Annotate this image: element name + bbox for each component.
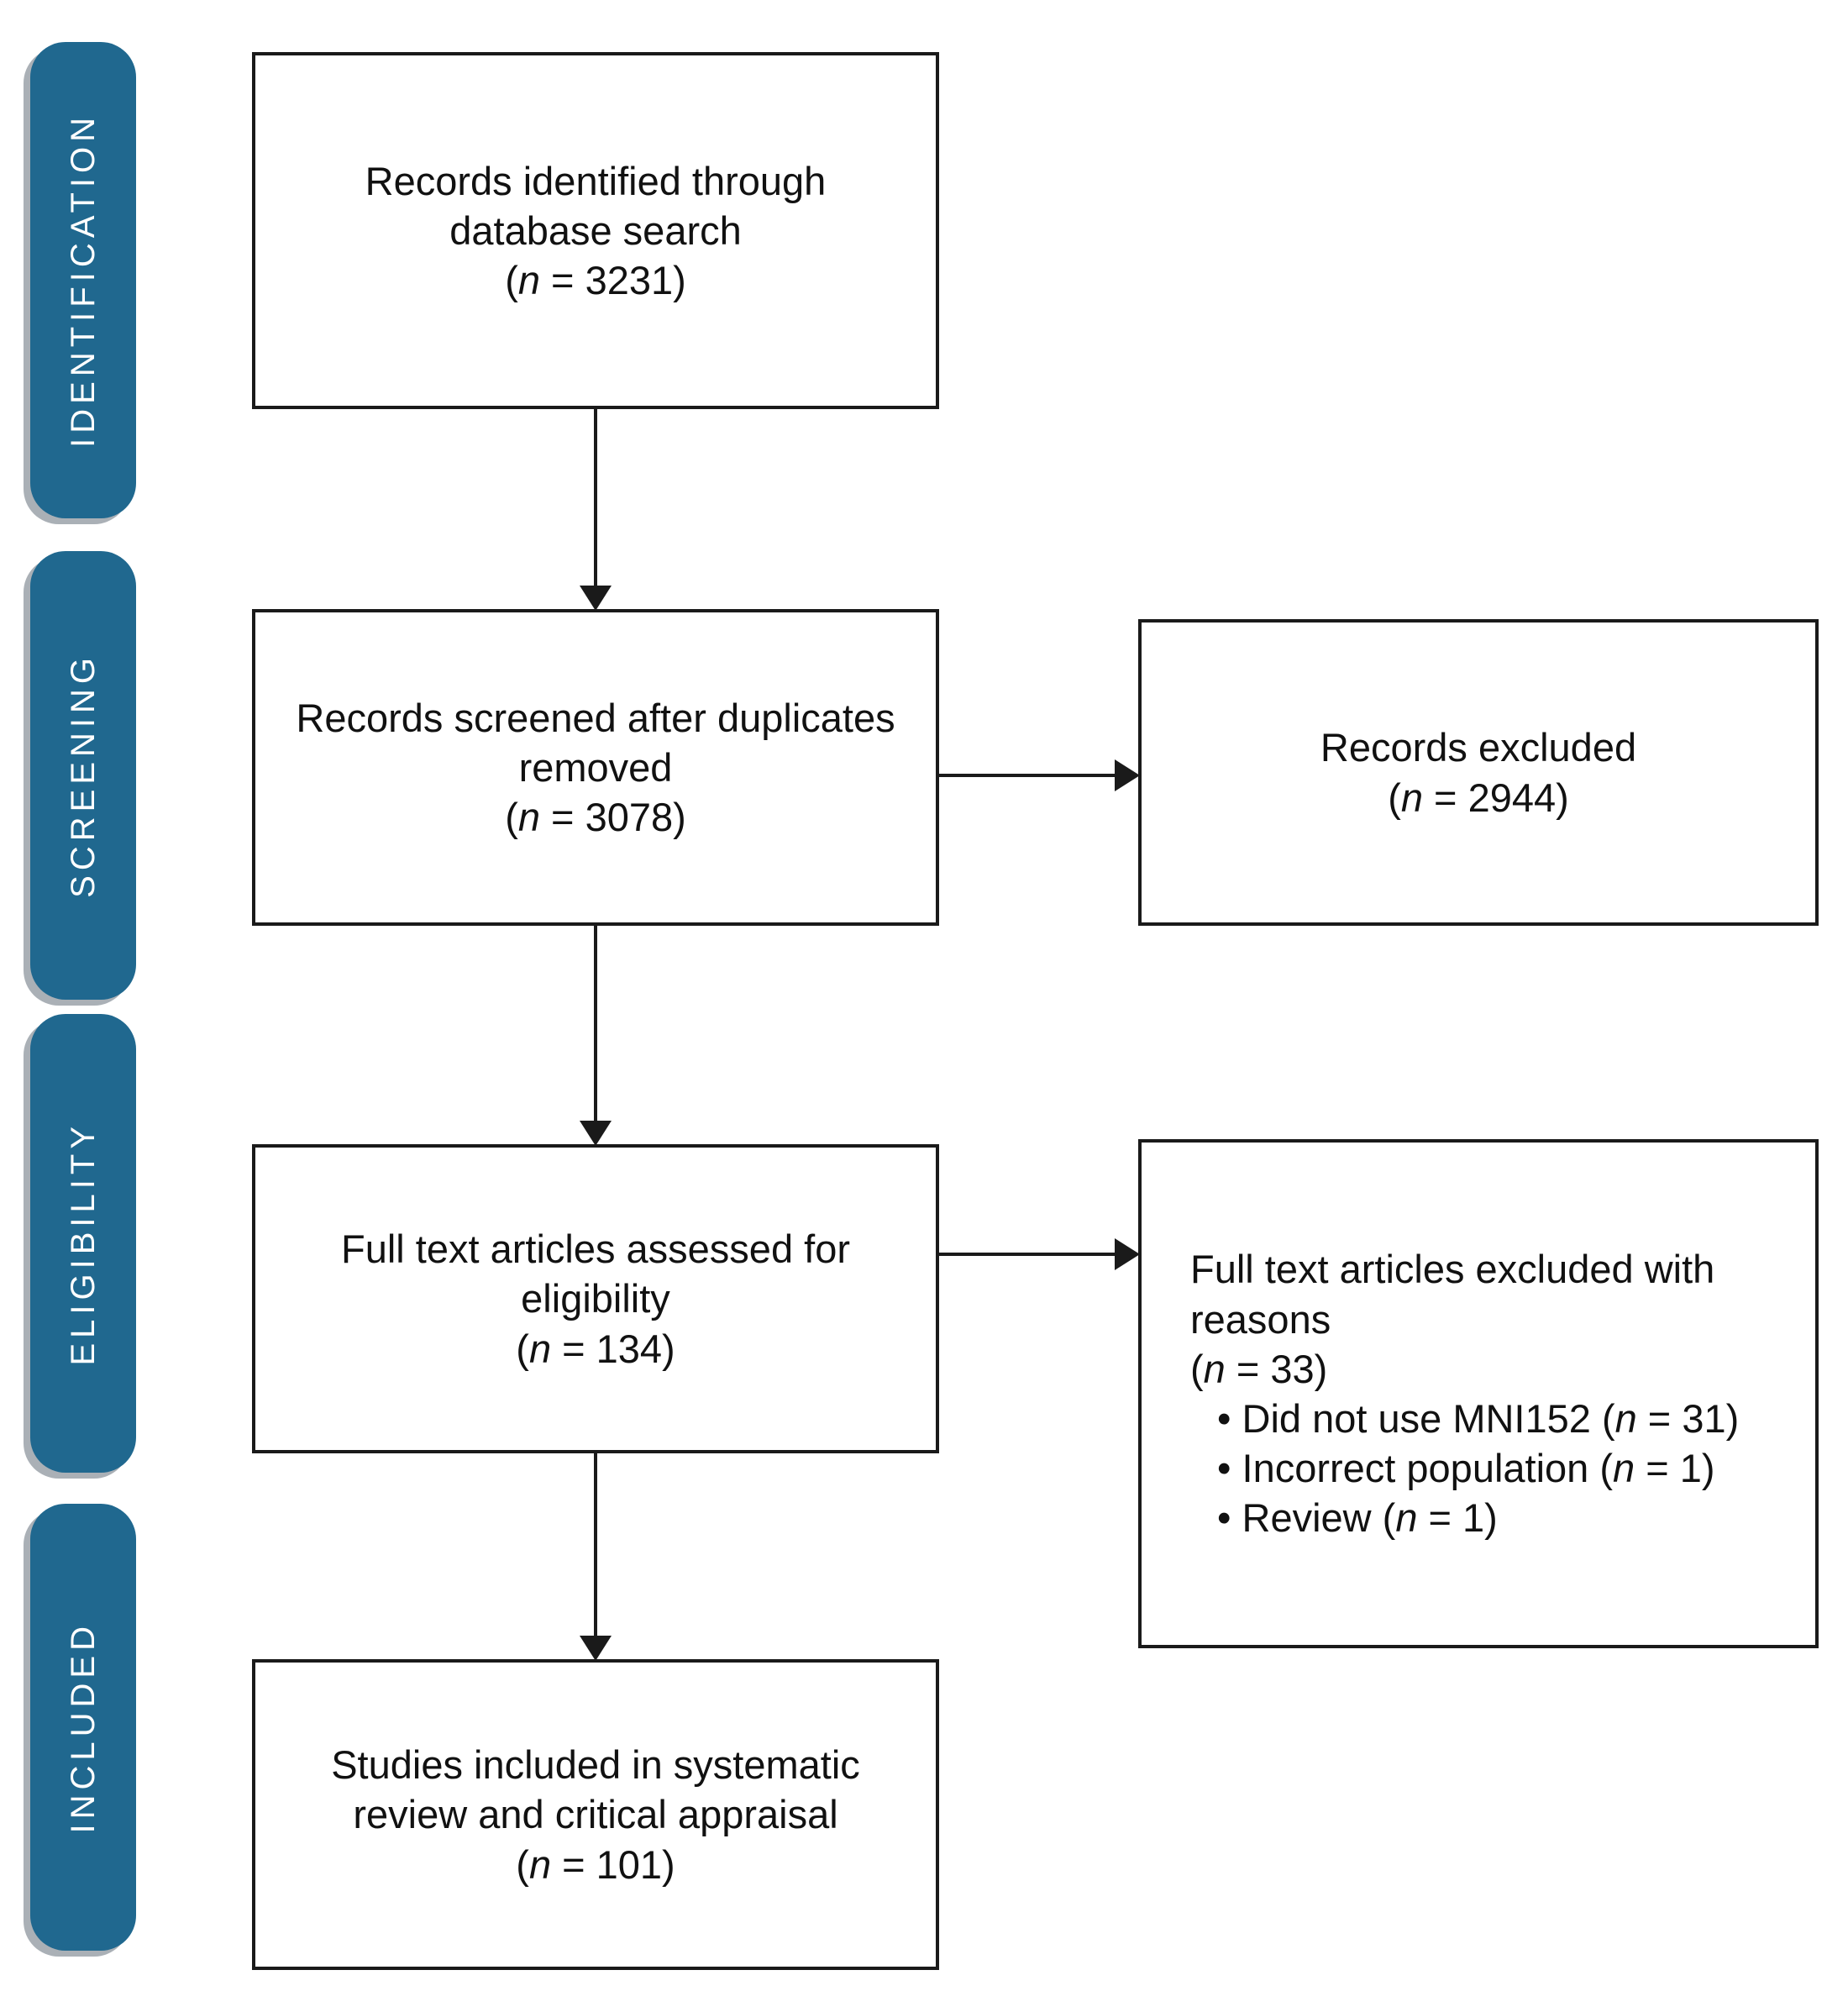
arrow-head-down-icon xyxy=(580,1121,612,1146)
box-fulltext-assessed: Full text articles assessed for eligibil… xyxy=(252,1144,939,1453)
arrow-shaft xyxy=(594,409,597,587)
arrow-shaft xyxy=(937,1253,1116,1256)
box-records-screened: Records screened after duplicates remove… xyxy=(252,609,939,926)
arrow-shaft xyxy=(594,1452,597,1637)
exclusion-reason-item: • Incorrect population (n = 1) xyxy=(1217,1446,1715,1491)
arrow-screened-to-excluded xyxy=(937,759,1140,791)
arrow-head-right-icon xyxy=(1115,1238,1140,1270)
box-text-line: Records identified through xyxy=(365,158,827,203)
box-text-line: reasons xyxy=(1190,1296,1331,1342)
exclusion-reason-item: • Review (n = 1) xyxy=(1217,1495,1498,1541)
box-records-identified: Records identified through database sear… xyxy=(252,52,939,409)
box-text-line: removed xyxy=(518,744,673,790)
box-text-line: eligibility xyxy=(521,1276,670,1321)
arrow-screened-to-fulltext xyxy=(580,924,612,1146)
box-text-line: Full text articles assessed for xyxy=(341,1227,850,1272)
box-records-excluded: Records excluded (n = 2944) xyxy=(1138,619,1819,926)
arrow-fulltext-to-included xyxy=(580,1452,612,1661)
stage-label-text: SCREENING xyxy=(64,653,102,898)
stage-label-eligibility: ELIGIBILITY xyxy=(30,1014,136,1473)
arrow-shaft xyxy=(937,774,1116,777)
box-studies-included: Studies included in systematic review an… xyxy=(252,1659,939,1970)
box-count-line: (n = 101) xyxy=(516,1841,675,1887)
box-fulltext-excluded: Full text articles excluded with reasons… xyxy=(1138,1139,1819,1648)
stage-label-included: INCLUDED xyxy=(30,1504,136,1951)
box-text-line: database search xyxy=(449,208,742,253)
arrow-identified-to-screened xyxy=(580,409,612,611)
arrow-fulltext-to-fulltext-excluded xyxy=(937,1238,1140,1270)
box-count-line: (n = 3231) xyxy=(505,258,686,303)
box-text-line: review and critical appraisal xyxy=(353,1792,838,1837)
box-text-line: Studies included in systematic xyxy=(331,1742,860,1788)
box-text-line: Records excluded xyxy=(1320,725,1637,770)
arrow-head-down-icon xyxy=(580,586,612,611)
stage-label-text: IDENTIFICATION xyxy=(64,113,102,448)
arrow-head-right-icon xyxy=(1115,759,1140,791)
exclusion-reason-item: • Did not use MNI152 (n = 31) xyxy=(1217,1396,1740,1441)
stage-label-identification: IDENTIFICATION xyxy=(30,42,136,518)
box-count-line: (n = 134) xyxy=(516,1326,675,1371)
box-count-line: (n = 33) xyxy=(1190,1346,1328,1391)
arrow-head-down-icon xyxy=(580,1636,612,1661)
stage-label-screening: SCREENING xyxy=(30,551,136,1000)
box-text-line: Full text articles excluded with xyxy=(1190,1247,1715,1292)
stage-label-text: ELIGIBILITY xyxy=(64,1121,102,1366)
box-text-line: Records screened after duplicates xyxy=(296,695,895,740)
box-count-line: (n = 2944) xyxy=(1388,775,1569,820)
arrow-shaft xyxy=(594,924,597,1122)
box-count-line: (n = 3078) xyxy=(505,795,686,840)
stage-label-text: INCLUDED xyxy=(64,1621,102,1834)
